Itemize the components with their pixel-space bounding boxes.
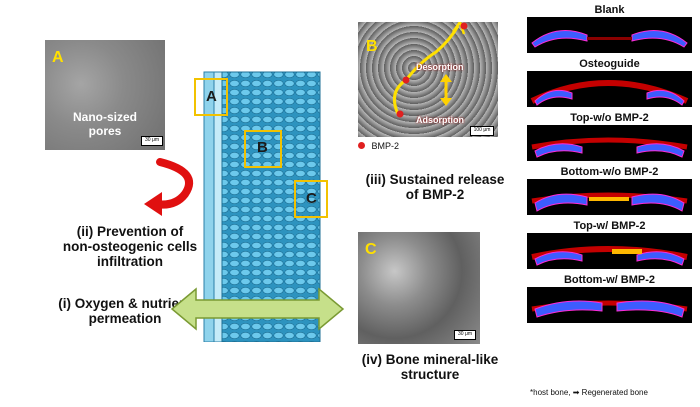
caption-release-line2: of BMP-2: [405, 187, 465, 202]
scaffold-label-a: A: [206, 88, 217, 105]
caption-prevention: (ii) Prevention of non-osteogenic cells …: [40, 224, 220, 269]
ct-title-bottom-with: Bottom-w/ BMP-2: [563, 274, 656, 286]
ct-legend: *host bone, ➡ Regenerated bone: [530, 388, 698, 397]
caption-prevention-line2: non-osteogenic cells: [62, 239, 198, 254]
ct-image-top-with: [527, 233, 692, 269]
host-bone-star-icon: *: [530, 388, 534, 397]
desorption-label: Desorption: [416, 62, 464, 72]
pores-label-line1: Nano-sized: [72, 110, 137, 124]
caption-permeation-line2: permeation: [88, 311, 162, 326]
scaffold-label-b: B: [257, 139, 268, 156]
bmp2-dot-icon: [358, 142, 365, 150]
red-curved-arrow-icon: [144, 158, 194, 216]
panel-letter-a: A: [52, 49, 64, 66]
caption-bone-mineral: (iv) Bone mineral-like structure: [345, 352, 515, 382]
ct-title-bottom-without: Bottom-w/o BMP-2: [560, 166, 659, 178]
ct-image-bottom-with: [527, 287, 692, 323]
caption-release: (iii) Sustained release of BMP-2: [345, 172, 525, 202]
ct-image-top-without: [527, 125, 692, 161]
panel-letter-c: C: [365, 241, 377, 258]
adsorption-label: Adsorption: [416, 115, 464, 125]
caption-release-line1: (iii) Sustained release: [365, 172, 505, 187]
caption-bone-mineral-line1: (iv) Bone mineral-like: [361, 352, 499, 367]
bmp2-legend-label: BMP-2: [371, 140, 400, 151]
regenerated-bone-label: Regenerated bone: [581, 388, 648, 397]
ct-column: Blank Osteoguide Top-w/o BMP-2 Bottom-w/…: [527, 4, 697, 323]
release-path-drawing: [392, 22, 468, 118]
ct-image-blank: [527, 17, 692, 53]
scaffold-schematic: A B C: [194, 70, 328, 343]
scale-bar-b: 100 μm: [470, 126, 494, 136]
ct-image-osteoguide: [527, 71, 692, 107]
green-double-arrow-icon: [170, 287, 345, 331]
ct-title-top-without: Top-w/o BMP-2: [570, 112, 649, 124]
ct-title-blank: Blank: [594, 4, 625, 16]
panel-letter-b: B: [366, 38, 378, 55]
caption-prevention-line3: infiltration: [97, 254, 163, 269]
caption-permeation-line1: (i) Oxygen & nutrient: [58, 296, 192, 311]
host-bone-label: host bone,: [533, 388, 571, 397]
pores-label-line2: pores: [88, 124, 122, 138]
caption-permeation: (i) Oxygen & nutrient permeation: [25, 296, 225, 326]
sem-image-b: B Desorption Adsorption 100 μm: [358, 22, 498, 137]
ct-title-top-with: Top-w/ BMP-2: [573, 220, 646, 232]
regenerated-bone-arrow-icon: ➡: [572, 388, 580, 397]
scale-bar-a: 30 μm: [141, 136, 163, 146]
sem-image-a: A Nano-sized pores 30 μm: [45, 40, 165, 150]
sem-image-c: C 30 μm: [358, 232, 480, 344]
highlight-box-b: [244, 130, 282, 168]
highlight-box-c: [294, 180, 328, 218]
bmp2-legend: BMP-2: [358, 140, 399, 151]
scale-bar-c: 30 μm: [454, 330, 476, 340]
caption-prevention-line1: (ii) Prevention of: [76, 224, 184, 239]
ct-image-bottom-without: [527, 179, 692, 215]
pores-label: Nano-sized pores: [45, 110, 165, 138]
ct-title-osteoguide: Osteoguide: [579, 58, 640, 70]
caption-bone-mineral-line2: structure: [400, 367, 460, 382]
scaffold-label-c: C: [306, 190, 317, 207]
highlight-box-a: [194, 78, 228, 116]
scaffold-drawing: [203, 71, 321, 343]
